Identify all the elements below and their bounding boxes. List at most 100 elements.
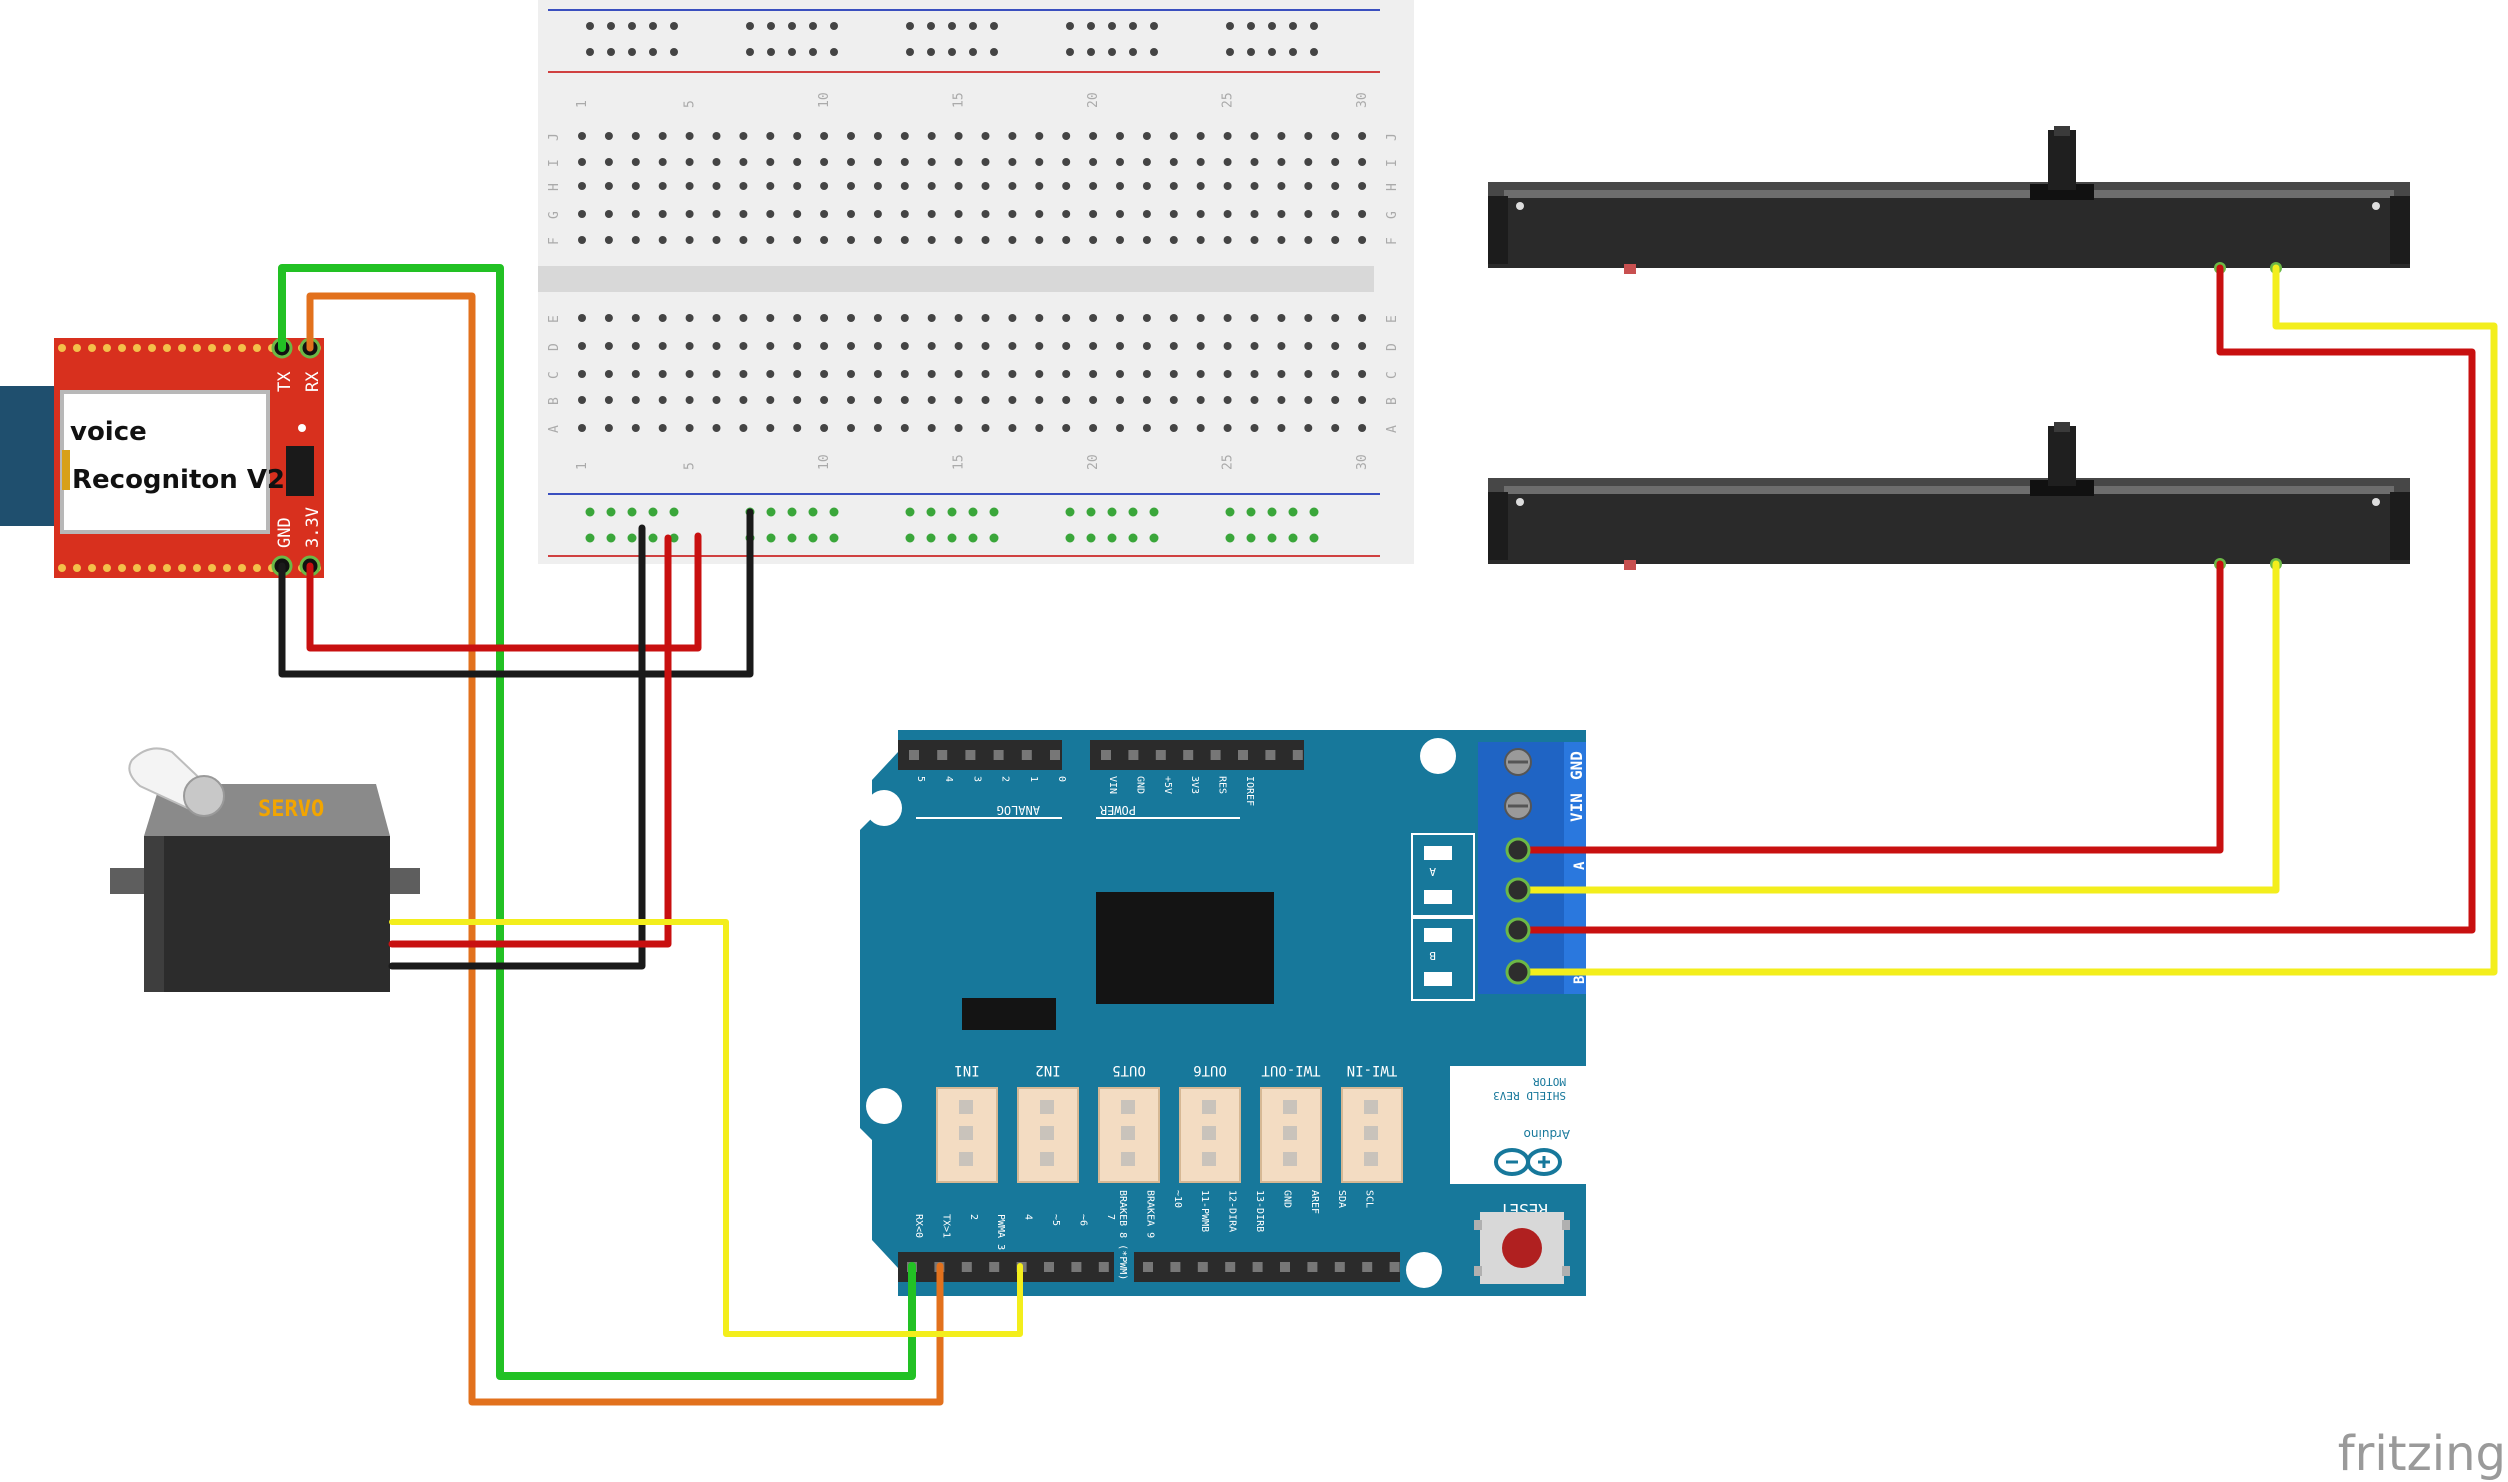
- shield-pin-label: 0: [1056, 776, 1067, 782]
- breadboard-hole: [981, 314, 990, 322]
- rail-hole: [906, 22, 914, 30]
- breadboard-hole: [604, 182, 613, 190]
- voice-module-edge-hole: [148, 564, 156, 572]
- shield-pin-label: BRAKEA 9: [1144, 1190, 1155, 1238]
- pot1-hole-left: [1516, 202, 1524, 210]
- breadboard-hole: [981, 370, 990, 378]
- rail-hole-connected: [648, 507, 658, 517]
- breadboard-hole: [927, 396, 936, 404]
- connector-pin: [1121, 1126, 1135, 1140]
- rail-hole: [670, 48, 678, 56]
- rail-hole-connected: [766, 533, 776, 543]
- shield-pin-label: SCL: [1364, 1190, 1375, 1208]
- rail-hole-connected: [926, 507, 936, 517]
- breadboard-hole: [658, 424, 667, 432]
- breadboard-column-number: 30: [1355, 92, 1370, 108]
- rail-hole: [948, 48, 956, 56]
- rail-hole-connected: [1065, 507, 1075, 517]
- breadboard-hole: [1223, 314, 1232, 322]
- servo-motor: SERVO: [110, 747, 420, 992]
- tinkerkit-connector-label: IN2: [1035, 1062, 1060, 1078]
- connector-pin: [1283, 1100, 1297, 1114]
- shield-mount-hole-1: [1420, 738, 1456, 774]
- voice-module-pin-gnd-label: GND: [275, 517, 295, 548]
- rail-hole: [746, 22, 754, 30]
- breadboard-hole: [1331, 182, 1340, 190]
- rail-hole-connected: [808, 533, 818, 543]
- rail-hole-connected: [585, 507, 595, 517]
- breadboard-hole: [954, 424, 963, 432]
- rail-hole-connected: [1288, 507, 1298, 517]
- shield-pin-label: 13-DIRB: [1254, 1190, 1265, 1232]
- rail-hole: [586, 48, 594, 56]
- voice-module-edge-hole: [88, 344, 96, 352]
- breadboard-hole: [1196, 158, 1205, 166]
- reset-button[interactable]: [1502, 1228, 1542, 1268]
- wire-servo-red: [388, 534, 672, 948]
- breadboard-hole: [1008, 424, 1017, 432]
- breadboard-hole: [1142, 158, 1151, 166]
- tinkerkit-connector-label: TWI-IN: [1347, 1062, 1398, 1078]
- breadboard-hole: [1062, 158, 1071, 166]
- breadboard-hole: [1223, 210, 1232, 218]
- breadboard-hole: [1331, 314, 1340, 322]
- breadboard-hole: [1142, 342, 1151, 350]
- rail-hole-connected: [787, 507, 797, 517]
- breadboard-hole: [578, 370, 586, 378]
- tinkerkit-connector-label: IN1: [954, 1062, 979, 1078]
- breadboard-hole: [954, 314, 963, 322]
- breadboard-hole: [1196, 396, 1205, 404]
- voice-module-edge-hole: [133, 344, 141, 352]
- breadboard-hole: [1142, 424, 1151, 432]
- breadboard-column-number: 1: [575, 100, 590, 108]
- rail-hole: [628, 22, 636, 30]
- breadboard-hole: [793, 210, 802, 218]
- breadboard-hole: [1089, 182, 1098, 190]
- rail-hole-connected: [1107, 507, 1117, 517]
- breadboard-row-letter: E: [1385, 315, 1400, 323]
- header-pin: [1307, 1262, 1318, 1272]
- breadboard-hole: [1169, 424, 1178, 432]
- breadboard-hole: [873, 182, 882, 190]
- voice-module-edge-hole: [103, 564, 111, 572]
- breadboard-column-number: 15: [952, 92, 967, 108]
- breadboard-hole: [1331, 158, 1340, 166]
- connector-pin: [1202, 1152, 1216, 1166]
- breadboard-hole: [847, 132, 855, 140]
- breadboard-hole: [793, 158, 802, 166]
- breadboard-hole: [766, 314, 775, 322]
- reset-button-leg-2: [1562, 1220, 1570, 1230]
- breadboard-hole: [1223, 424, 1232, 432]
- shield-pin-label: 7: [1105, 1214, 1116, 1220]
- breadboard-hole: [1008, 210, 1017, 218]
- breadboard-hole: [1331, 210, 1340, 218]
- voice-module-edge-hole: [58, 344, 66, 352]
- breadboard-row-letter: F: [1385, 237, 1400, 245]
- breadboard-hole: [1358, 424, 1367, 432]
- rail-hole: [1289, 22, 1297, 30]
- breadboard-row-letter: J: [1385, 133, 1400, 141]
- shield-pin-label: AREF: [1309, 1190, 1320, 1214]
- breadboard-hole: [685, 314, 694, 322]
- breadboard-hole: [900, 370, 909, 378]
- rail-hole: [1108, 22, 1116, 30]
- rail-hole-connected: [669, 533, 679, 543]
- voice-recognition-module: voice Recogniton V2 TX RX GND 3.3V: [0, 337, 324, 578]
- shield-pin-label: ~10: [1172, 1190, 1183, 1208]
- breadboard-hole: [1089, 314, 1098, 322]
- voice-module-edge-hole: [58, 564, 66, 572]
- led-b-outline: [1411, 915, 1475, 1001]
- breadboard-hole: [1304, 342, 1313, 350]
- breadboard-hole: [1062, 210, 1071, 218]
- breadboard-hole: [1250, 210, 1259, 218]
- breadboard-hole: [1223, 158, 1232, 166]
- breadboard-hole: [685, 132, 694, 140]
- breadboard-hole: [927, 236, 936, 244]
- breadboard-hole: [900, 424, 909, 432]
- shield-pin-label: RX<0: [913, 1214, 924, 1238]
- breadboard-hole: [604, 370, 613, 378]
- pot2-slider-knob: [2048, 426, 2076, 486]
- voice-module-edge-hole: [223, 564, 231, 572]
- brand-area: [1450, 1066, 1586, 1184]
